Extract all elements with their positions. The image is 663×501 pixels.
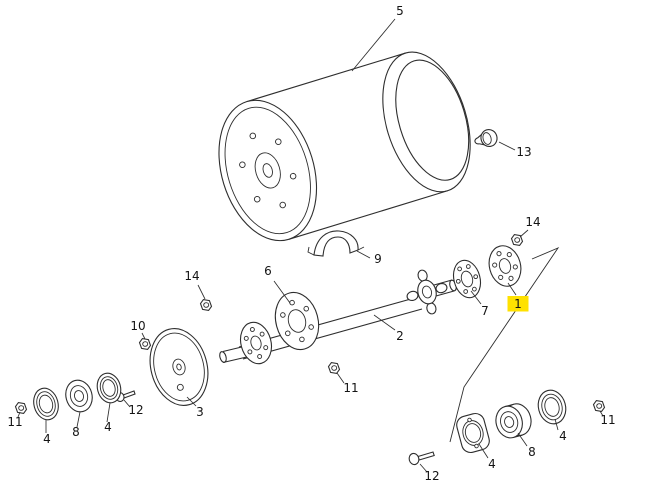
shaft-yoke: [406, 269, 448, 315]
part-label-14-right[interactable]: 14: [525, 215, 540, 229]
part-label-7[interactable]: 7: [481, 304, 489, 318]
leader-line-4-left-inner: [106, 402, 111, 423]
leader-line-4-right-outer: [478, 443, 489, 459]
part-label-3[interactable]: 3: [196, 405, 204, 419]
leader-line-4-right-inner: [554, 418, 559, 431]
part-label-12-left[interactable]: 12: [128, 403, 143, 417]
part-1-flange: [488, 245, 522, 287]
part-5-drum: [218, 51, 471, 242]
part-3-disc: [149, 328, 209, 406]
part-label-4-left-inner[interactable]: 4: [104, 420, 112, 434]
part-6-flange: [274, 291, 320, 351]
shaft-flange: [239, 321, 273, 365]
part-label-1[interactable]: 1: [514, 297, 522, 311]
part-8-bearing-left: [65, 379, 93, 413]
part-label-10[interactable]: 10: [130, 319, 145, 333]
part-label-11-right[interactable]: 11: [600, 413, 615, 427]
leader-line-13: [498, 141, 516, 151]
leader-line-1: [507, 282, 517, 296]
part-label-4-right-outer[interactable]: 4: [488, 457, 496, 471]
leader-line-12-left: [123, 399, 131, 408]
part-14-nut-left: [199, 299, 213, 311]
leader-line-2: [373, 314, 396, 331]
part-label-11-middle[interactable]: 11: [343, 381, 358, 395]
part-11-nut-right: [592, 400, 606, 412]
part-8-bearing-right: [495, 403, 532, 439]
part-label-13[interactable]: 13: [516, 145, 531, 159]
leader-line-8-left: [76, 411, 81, 428]
leader-line-5: [351, 18, 396, 72]
assembly-reference-line: [449, 246, 560, 443]
leader-line-11-right: [599, 410, 604, 417]
leader-line-14-left: [197, 284, 206, 300]
leader-line-6: [273, 280, 291, 304]
part-label-8-right[interactable]: 8: [528, 445, 536, 459]
part-label-14-left[interactable]: 14: [184, 269, 199, 283]
part-11-nut-middle: [327, 362, 341, 374]
part-label-5[interactable]: 5: [396, 4, 404, 18]
part-12-bolt-right: [408, 451, 435, 466]
part-label-6[interactable]: 6: [264, 264, 272, 278]
leader-line-9: [356, 250, 371, 259]
part-11-nut-far-left: [14, 402, 28, 414]
part-7-flange: [452, 259, 482, 299]
part-4-ring-left-inner: [96, 372, 122, 404]
leader-line-11-middle: [336, 372, 345, 384]
part-labels: 5 13 14 9 1 7 2 6 14 10 3 11 4 8 4 12 11 12 4 8 4 11: [7, 4, 615, 483]
part-4-ring-left-outer: [33, 387, 59, 421]
part-label-4-left-outer[interactable]: 4: [43, 432, 51, 446]
leader-line-8-right: [517, 432, 528, 447]
leader-line-14-right: [519, 229, 529, 238]
highlight-box-part-1: [507, 296, 529, 312]
part-10-nut: [138, 338, 152, 350]
part-label-9[interactable]: 9: [374, 252, 382, 266]
leader-line-12-right: [419, 463, 428, 473]
part-9-bracket: [307, 230, 365, 257]
part-label-4-right-inner[interactable]: 4: [559, 429, 567, 443]
leader-line-3: [186, 396, 197, 407]
leader-line-11-far-left: [17, 411, 21, 418]
part-label-12-right[interactable]: 12: [424, 469, 439, 483]
part-13-plug: [474, 128, 498, 148]
part-label-11-far-left[interactable]: 11: [7, 415, 22, 429]
leader-line-7: [470, 290, 482, 305]
part-4-flangette-right-outer: [456, 412, 490, 454]
leader-line-10: [141, 332, 146, 340]
part-label-8-left[interactable]: 8: [72, 425, 80, 439]
part-label-2[interactable]: 2: [396, 329, 404, 343]
